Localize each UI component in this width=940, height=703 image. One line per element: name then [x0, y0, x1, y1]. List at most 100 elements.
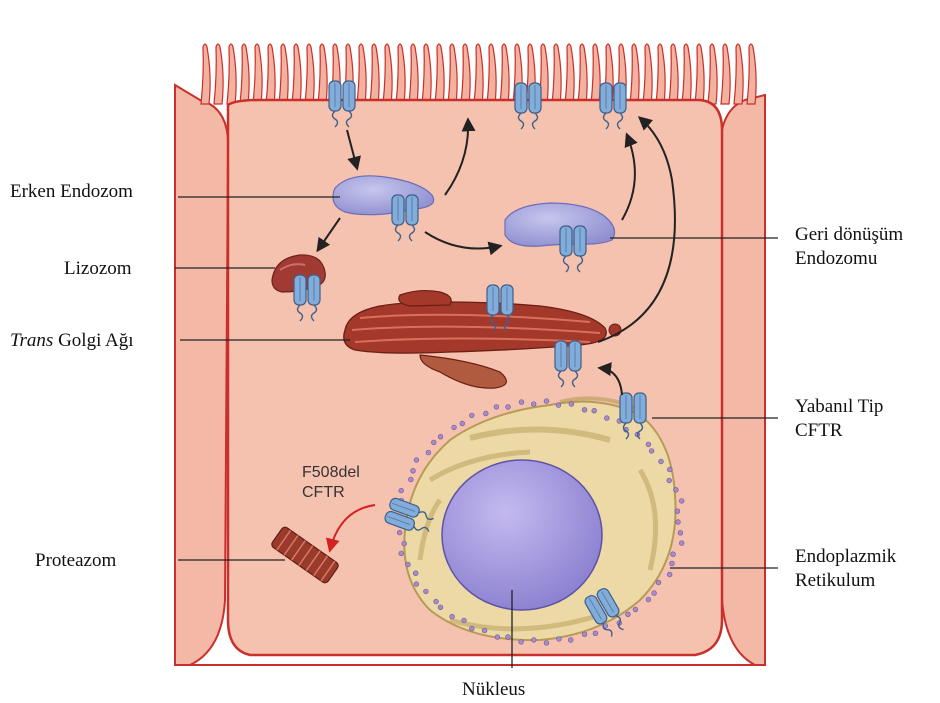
microvillus: [708, 44, 717, 104]
ribosome: [674, 487, 679, 492]
ribosome: [506, 635, 511, 640]
ribosome: [414, 458, 419, 463]
ribosome: [633, 607, 638, 612]
microvillus: [669, 44, 678, 104]
microvillus: [578, 44, 587, 104]
label-trans-golgi: Trans Golgi Ağı: [10, 330, 134, 351]
ribosome: [667, 572, 672, 577]
label-wild-type-line1: Yabanıl Tip: [795, 396, 883, 417]
ribosome: [414, 582, 419, 587]
ribosome: [438, 605, 443, 610]
microvillus: [682, 44, 691, 104]
ribosome: [469, 413, 474, 418]
microvillus: [487, 44, 496, 104]
microvillus: [630, 44, 639, 104]
microvillus: [201, 44, 210, 104]
microvillus: [305, 44, 314, 104]
microvillus: [500, 44, 509, 104]
ribosome: [679, 541, 684, 546]
ribosome: [670, 561, 675, 566]
label-f508del-line1: F508del: [302, 464, 360, 481]
microvillus: [214, 44, 223, 104]
microvillus: [422, 44, 431, 104]
ribosome: [431, 440, 436, 445]
ribosome: [671, 552, 676, 557]
ribosome: [656, 580, 661, 585]
ribosome: [426, 450, 431, 455]
ribosome: [397, 530, 402, 535]
microvillus: [253, 44, 262, 104]
ribosome: [434, 599, 439, 604]
ribosome: [544, 641, 549, 646]
microvillus: [240, 44, 249, 104]
ribosome: [408, 477, 413, 482]
microvillus: [734, 44, 743, 104]
ribosome: [678, 530, 683, 535]
ribosome: [424, 589, 429, 594]
microvillus: [656, 44, 665, 104]
ribosome: [506, 405, 511, 410]
microvillus: [448, 44, 457, 104]
ribosome: [569, 402, 574, 407]
label-lysosome: Lizozom: [64, 258, 132, 279]
ribosome: [675, 509, 680, 514]
microvillus: [279, 44, 288, 104]
label-proteasome: Proteazom: [35, 550, 116, 571]
ribosome: [469, 626, 474, 631]
ribosome: [483, 411, 488, 416]
microvillus: [292, 44, 301, 104]
ribosome: [568, 638, 573, 643]
microvillus: [357, 44, 366, 104]
microvillus: [591, 44, 600, 104]
microvillus: [227, 44, 236, 104]
ribosome: [676, 520, 681, 525]
microvillus: [552, 44, 561, 104]
ribosome: [531, 638, 536, 643]
ribosome: [652, 591, 657, 596]
ribosome: [667, 467, 672, 472]
ribosome: [582, 632, 587, 637]
ribosome: [667, 478, 672, 483]
label-early-endosome: Erken Endozom: [10, 181, 133, 202]
microvillus: [435, 44, 444, 104]
ribosome: [399, 551, 404, 556]
label-nucleus: Nükleus: [462, 679, 525, 700]
ribosome: [659, 459, 664, 464]
right-neighbor-cell: [720, 95, 765, 665]
ribosome: [519, 400, 524, 405]
microvillus: [565, 44, 574, 104]
label-wild-type-line2: CFTR: [795, 420, 843, 441]
microvillus: [396, 44, 405, 104]
microvilli: [201, 44, 756, 104]
microvillus: [383, 44, 392, 104]
ribosome: [460, 421, 465, 426]
ribosome: [531, 402, 536, 407]
label-recycling-endosome-line2: Endozomu: [795, 248, 878, 269]
label-recycling-endosome-line1: Geri dönüşüm: [795, 224, 903, 245]
ribosome: [544, 399, 549, 404]
ribosome: [399, 488, 404, 493]
microvillus: [474, 44, 483, 104]
ribosome: [438, 434, 443, 439]
nucleus: [442, 460, 602, 610]
ribosome: [679, 499, 684, 504]
ribosome: [557, 637, 562, 642]
ribosome: [495, 635, 500, 640]
microvillus: [409, 44, 418, 104]
ribosome: [450, 614, 455, 619]
microvillus: [370, 44, 379, 104]
label-er-line2: Retikulum: [795, 570, 875, 591]
ribosome: [519, 640, 524, 645]
ribosome: [452, 425, 457, 430]
microvillus: [747, 44, 756, 104]
ribosome: [413, 571, 418, 576]
ribosome: [462, 618, 467, 623]
ribosome: [593, 631, 598, 636]
ribosome: [411, 468, 416, 473]
ribosome: [494, 405, 499, 410]
label-er-line1: Endoplazmik: [795, 546, 897, 567]
ribosome: [646, 442, 651, 447]
ribosome: [556, 403, 561, 408]
ribosome: [406, 562, 411, 567]
